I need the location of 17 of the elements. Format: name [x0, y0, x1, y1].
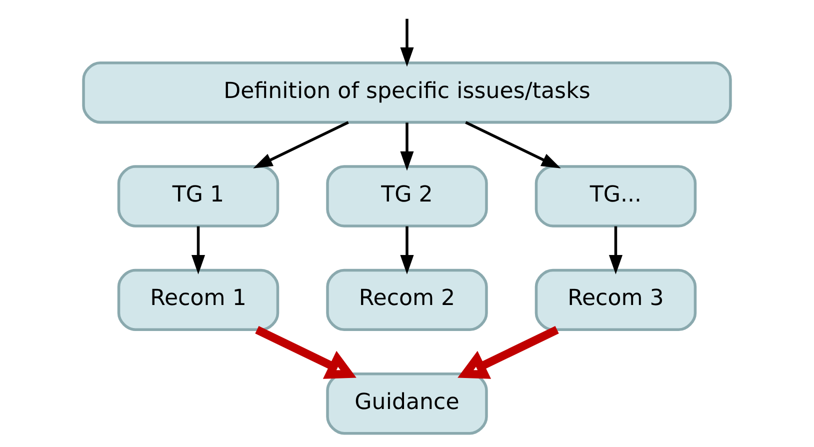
node-box: Definition of specific issues/tasks: [82, 61, 732, 124]
arrow: [400, 226, 414, 274]
arrow: [608, 226, 623, 274]
arrow: [458, 326, 559, 379]
node-box: TG...: [534, 165, 697, 228]
arrow: [253, 121, 349, 168]
arrow: [255, 326, 356, 379]
node-box: Recom 2: [326, 268, 488, 332]
node-box: TG 1: [117, 165, 280, 228]
node-box: TG 2: [326, 165, 488, 228]
node-box: Recom 3: [534, 268, 697, 332]
node-box: Recom 1: [117, 268, 280, 332]
arrow: [400, 122, 414, 171]
arrow: [400, 18, 414, 67]
node-box: Guidance: [326, 372, 488, 435]
arrow: [191, 226, 206, 274]
arrow: [465, 121, 561, 168]
